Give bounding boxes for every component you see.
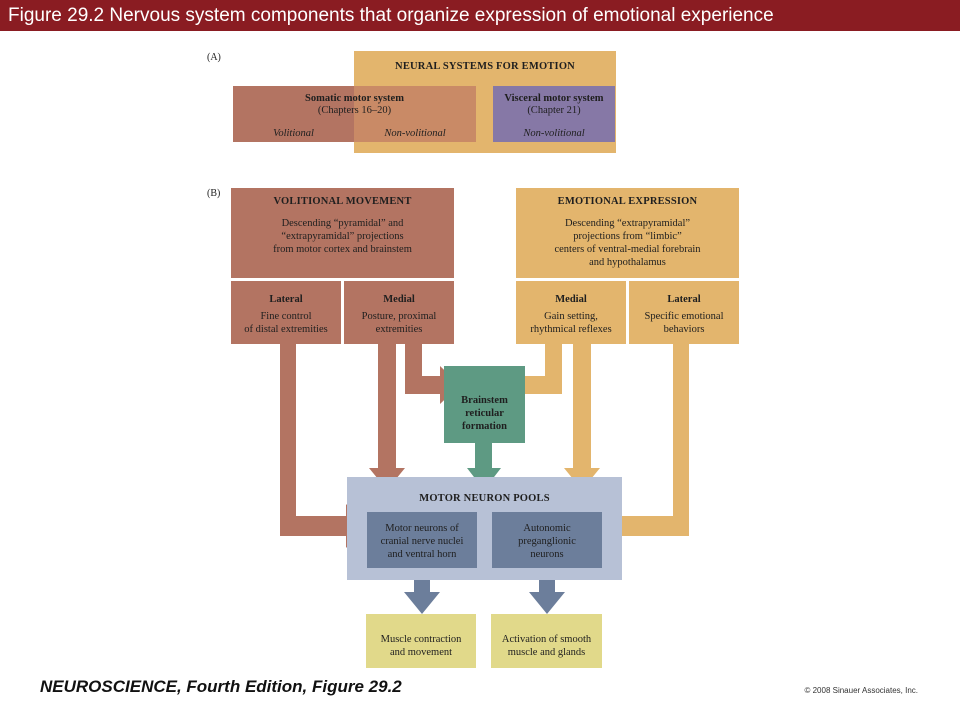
book-citation: NEUROSCIENCE, Fourth Edition, Figure 29.… — [40, 677, 402, 696]
vol-lateral-title: Lateral — [269, 294, 303, 305]
somatic-nonvolitional-label: Non-volitional — [384, 128, 446, 139]
smooth-line2: muscle and glands — [507, 647, 586, 658]
panel-a-label: (A) — [207, 52, 221, 63]
emotional-line1: Descending “extrapyramidal” — [564, 218, 691, 229]
vol-lateral-line1: Fine control — [260, 311, 312, 322]
emotional-expression-box — [516, 188, 739, 278]
pools-title: MOTOR NEURON POOLS — [419, 493, 550, 504]
emo-lateral-box — [629, 281, 739, 344]
arrow-emo-medial-down — [564, 344, 600, 490]
brainstem-line2: reticular — [465, 408, 504, 419]
arrow-vol-medial-down — [369, 344, 405, 490]
somatic-chapters: (Chapters 16–20) — [317, 105, 392, 116]
emo-medial-box — [516, 281, 626, 344]
brainstem-line1: Brainstem — [461, 395, 508, 406]
emo-medial-line2: rhythmical reflexes — [530, 324, 612, 335]
emo-lateral-line1: Specific emotional — [644, 311, 724, 322]
volitional-line1: Descending “pyramidal” and — [281, 218, 404, 229]
emo-medial-title: Medial — [555, 294, 587, 305]
arrow-autonomic-down — [529, 568, 565, 614]
brainstem-box — [444, 366, 525, 443]
neural-systems-header: NEURAL SYSTEMS FOR EMOTION — [395, 61, 575, 72]
emo-lateral-line2: behaviors — [663, 324, 705, 335]
vol-lateral-line2: of distal extremities — [244, 324, 328, 335]
motor-neurons-box — [367, 512, 477, 568]
autonomic-box — [492, 512, 602, 568]
muscle-line1: Muscle contraction — [380, 634, 462, 645]
autonomic-line3: neurons — [530, 549, 564, 560]
emotional-line4: and hypothalamus — [589, 257, 666, 268]
muscle-contraction-box — [366, 614, 476, 668]
somatic-title: Somatic motor system — [305, 93, 404, 104]
volitional-line2: “extrapyramidal” projections — [281, 231, 404, 242]
emo-lateral-title: Lateral — [667, 294, 701, 305]
visceral-nonvolitional-label: Non-volitional — [523, 128, 585, 139]
volitional-title: VOLITIONAL MOVEMENT — [273, 196, 412, 207]
panel-b-label: (B) — [207, 188, 221, 199]
visceral-motor-box — [493, 86, 615, 142]
emotional-line3: centers of ventral-medial forebrain — [554, 244, 701, 255]
autonomic-line2: preganglionic — [518, 536, 576, 547]
smooth-line1: Activation of smooth — [501, 634, 592, 645]
copyright: © 2008 Sinauer Associates, Inc. — [804, 686, 918, 695]
motor-neurons-line1: Motor neurons of — [385, 523, 459, 534]
vol-medial-line1: Posture, proximal — [361, 311, 437, 322]
brainstem-line3: formation — [462, 421, 507, 432]
autonomic-line1: Autonomic — [523, 523, 571, 534]
volitional-movement-box — [231, 188, 454, 278]
volitional-line3: from motor cortex and brainstem — [273, 244, 412, 255]
vol-medial-box — [344, 281, 454, 344]
muscle-line2: and movement — [389, 647, 453, 658]
somatic-nonvolitional-overlap — [354, 86, 476, 142]
figure-title: Figure 29.2 Nervous system components th… — [8, 5, 774, 26]
vol-medial-title: Medial — [383, 294, 415, 305]
arrow-motor-down — [404, 568, 440, 614]
visceral-title: Visceral motor system — [504, 93, 604, 104]
somatic-volitional-label: Volitional — [273, 128, 314, 139]
smooth-muscle-box — [491, 614, 602, 668]
visceral-chapters: (Chapter 21) — [527, 105, 581, 116]
emotional-title: EMOTIONAL EXPRESSION — [557, 196, 698, 207]
motor-neurons-line3: and ventral horn — [387, 549, 457, 560]
emo-medial-line1: Gain setting, — [544, 311, 598, 322]
motor-neurons-line2: cranial nerve nuclei — [380, 536, 464, 547]
emotional-line2: projections from “limbic” — [573, 231, 682, 242]
vol-medial-line2: extremities — [375, 324, 423, 335]
vol-lateral-box — [231, 281, 341, 344]
title-bar: Figure 29.2 Nervous system components th… — [0, 0, 960, 31]
